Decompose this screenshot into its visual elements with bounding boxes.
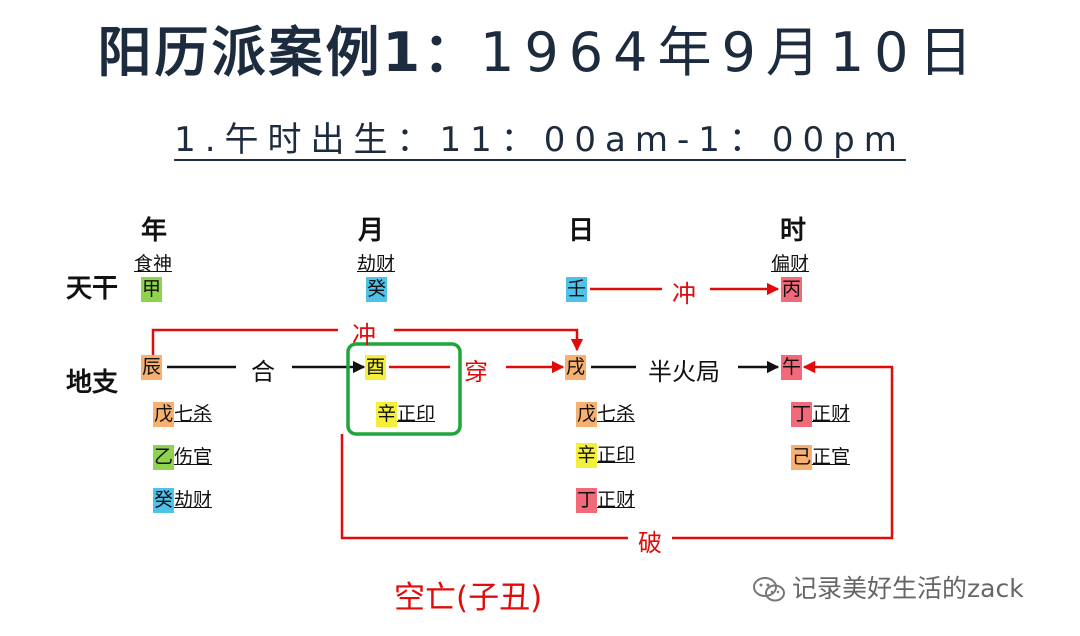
break-label: 破 bbox=[638, 529, 662, 557]
watermark-text: 记录美好生活的zack bbox=[792, 574, 1024, 603]
penetrate-label: 穿 bbox=[464, 358, 488, 386]
branch-year: 辰 bbox=[141, 355, 163, 380]
stem-clash-label: 冲 bbox=[672, 280, 696, 308]
kongwang-label: 空亡(子丑) bbox=[394, 580, 543, 616]
hidden-year-1: 戊七杀 bbox=[153, 402, 213, 427]
col-day: 日 bbox=[568, 216, 595, 246]
wechat-icon bbox=[753, 577, 785, 602]
col-month: 月 bbox=[358, 216, 385, 246]
col-hour: 时 bbox=[780, 216, 807, 246]
branch-month: 酉 bbox=[365, 355, 387, 380]
row-stems: 天干 bbox=[66, 274, 119, 304]
god-hour-stem: 偏财 bbox=[771, 253, 810, 275]
branch-clash-bracket bbox=[151, 328, 584, 355]
god-year-stem: 食神 bbox=[134, 253, 173, 275]
title-prefix: 阳历派案例1： bbox=[97, 21, 481, 84]
combine-label: 合 bbox=[251, 358, 275, 386]
highlight-box bbox=[346, 342, 462, 436]
hidden-day-1: 戊七杀 bbox=[576, 402, 636, 427]
half-fire-label: 半火局 bbox=[648, 358, 720, 386]
subtitle-text: 1.午时出生：11：00am-1：00pm bbox=[174, 120, 906, 160]
hidden-hour-1: 丁正财 bbox=[791, 402, 851, 427]
god-month-stem: 劫财 bbox=[357, 253, 396, 275]
title-date: 1964年9月10日 bbox=[480, 21, 983, 84]
hidden-day-2: 辛正印 bbox=[576, 443, 636, 468]
branch-hour: 午 bbox=[781, 355, 803, 380]
page-subtitle: 1.午时出生：11：00am-1：00pm bbox=[0, 112, 1080, 161]
break-loop bbox=[340, 360, 894, 540]
hidden-month-1: 辛正印 bbox=[376, 402, 436, 427]
stem-year: 甲 bbox=[141, 277, 163, 302]
branch-day: 戌 bbox=[565, 355, 587, 380]
hidden-year-2: 乙伤官 bbox=[153, 445, 213, 470]
stem-hour: 丙 bbox=[781, 277, 803, 302]
stem-day: 壬 bbox=[566, 277, 588, 302]
page-title: 阳历派案例1：1964年9月10日 bbox=[0, 8, 1080, 87]
col-year: 年 bbox=[141, 216, 168, 246]
row-branches: 地支 bbox=[66, 368, 119, 398]
hidden-year-3: 癸劫财 bbox=[153, 488, 213, 513]
watermark: 记录美好生活的zack bbox=[752, 569, 1024, 605]
branch-clash-label: 冲 bbox=[352, 321, 376, 349]
hidden-day-3: 丁正财 bbox=[576, 488, 636, 513]
stem-month: 癸 bbox=[366, 277, 388, 302]
hidden-hour-2: 己正官 bbox=[791, 445, 851, 470]
